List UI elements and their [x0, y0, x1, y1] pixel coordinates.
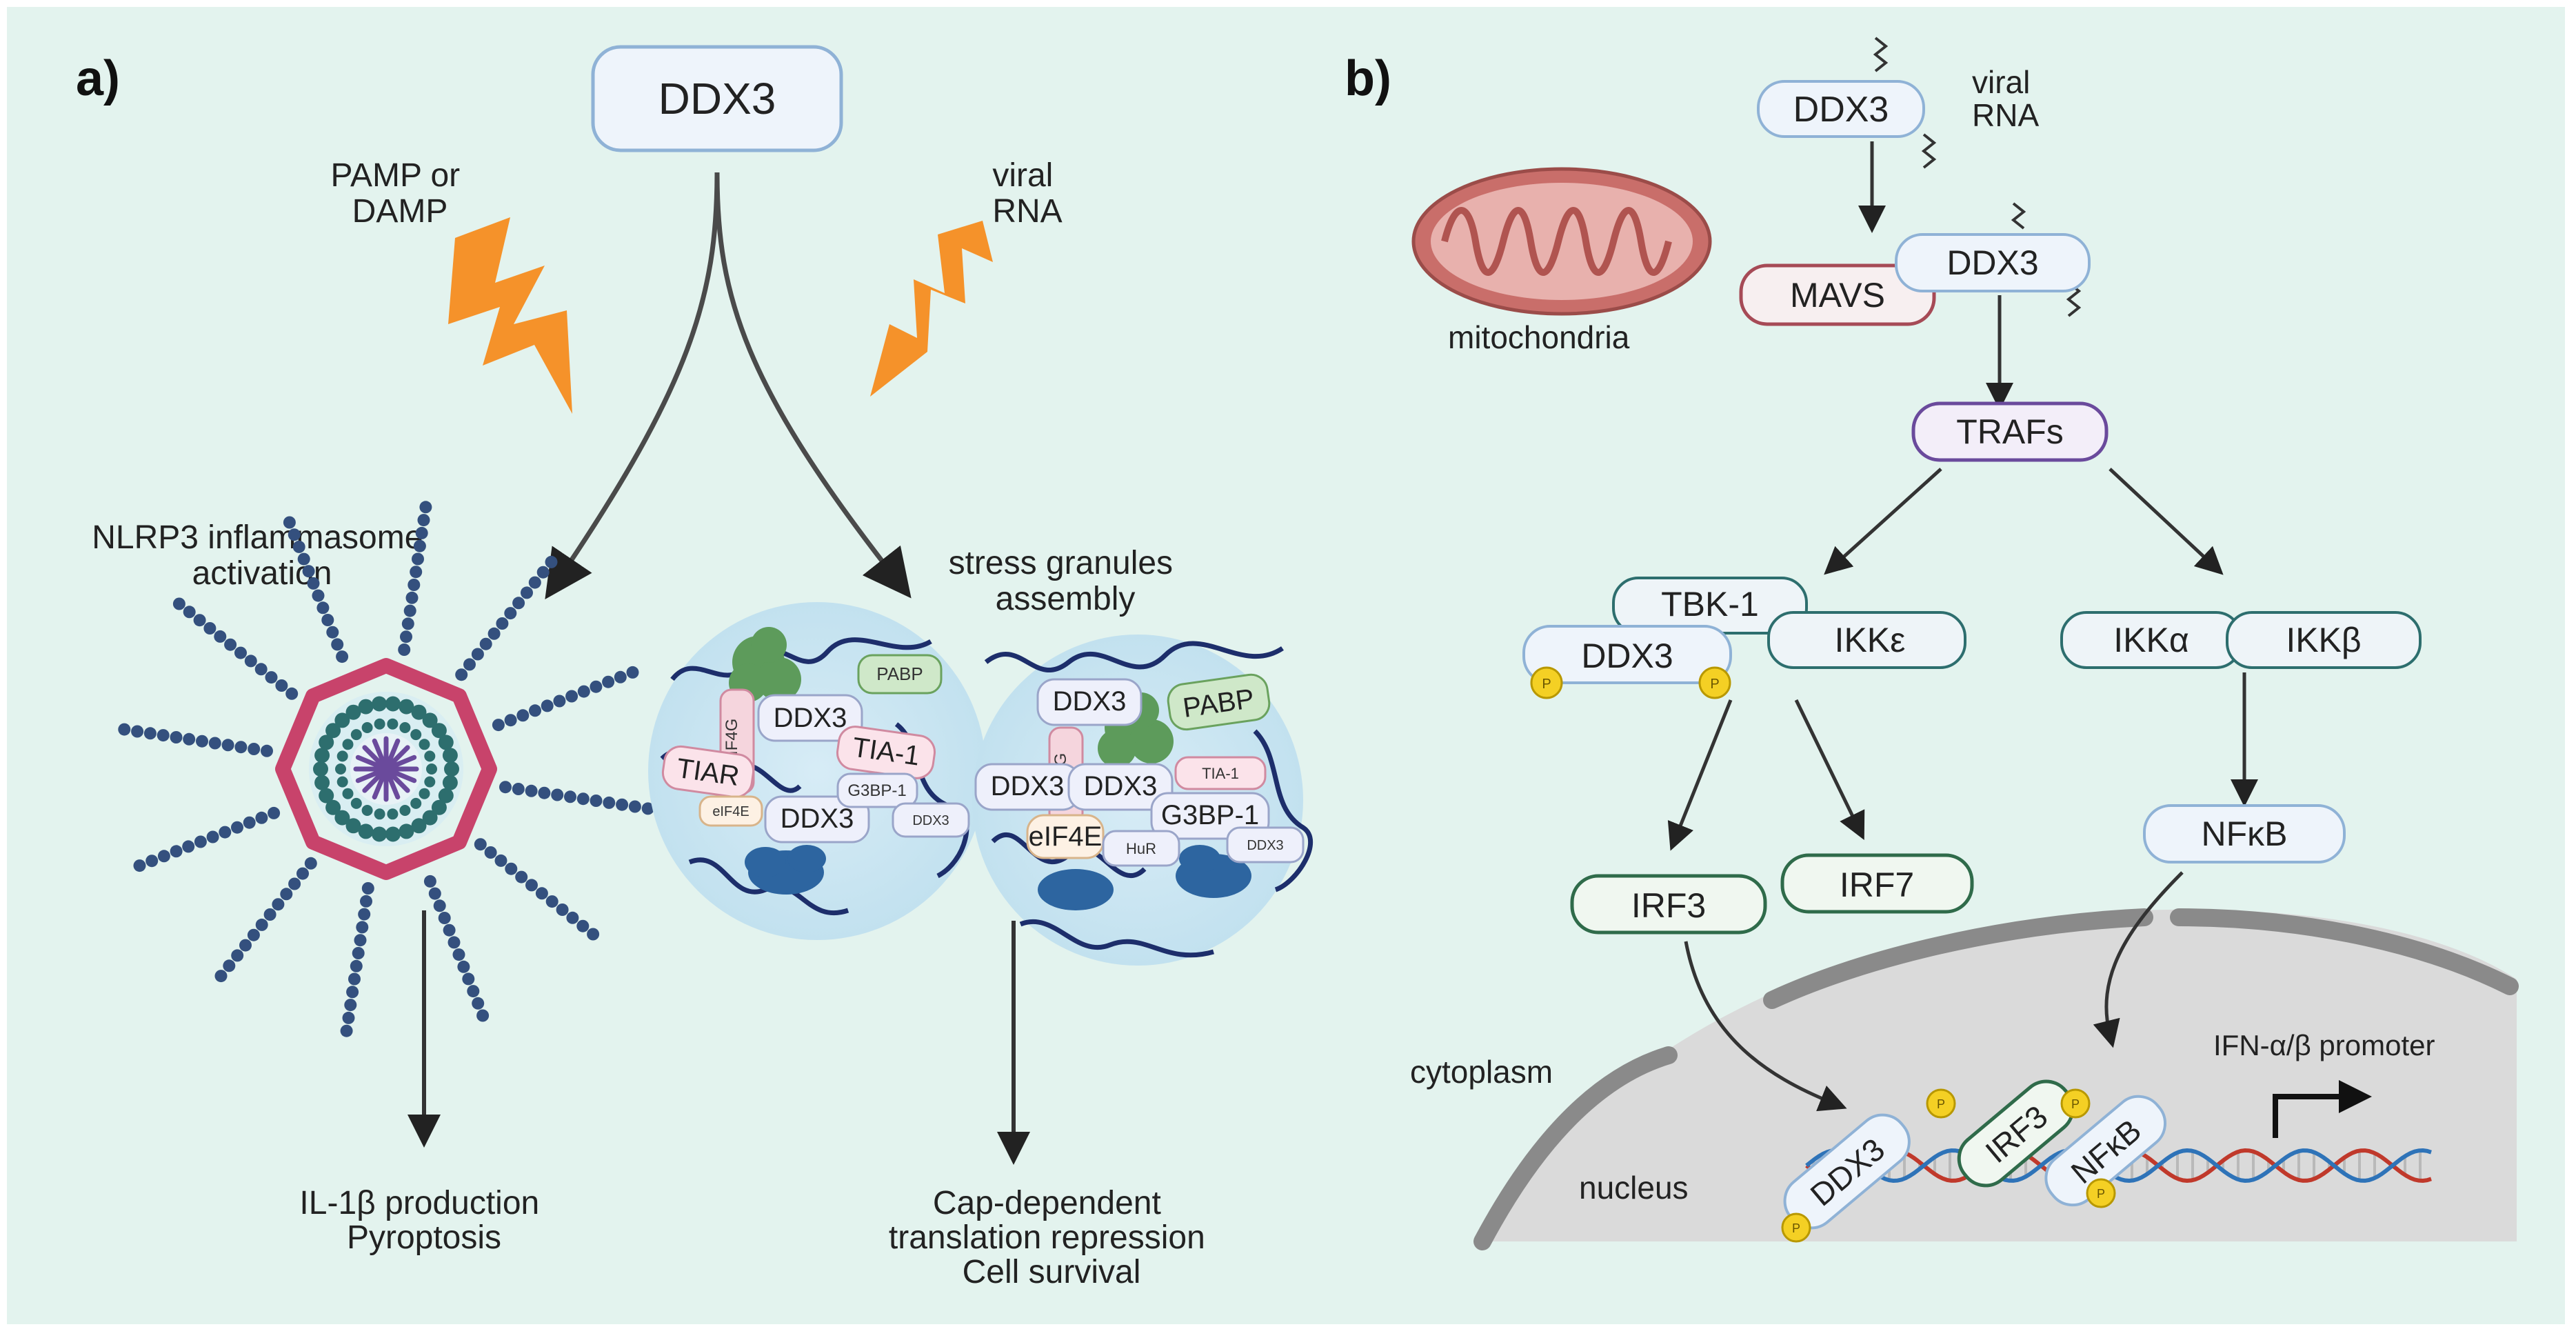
svg-text:IKKε: IKKε	[1835, 621, 1906, 659]
svg-text:TBK-1: TBK-1	[1661, 585, 1759, 623]
trigger-pamp-damp: PAMP or DAMP	[331, 157, 470, 230]
trigger-viral-rna-a: viral RNA	[992, 157, 1062, 230]
arrow-to-irf7	[1794, 699, 1865, 840]
svg-text:G3BP-1: G3BP-1	[1161, 800, 1259, 830]
arrow-nfkb-to-nucleus	[2093, 871, 2184, 1048]
ddx3-top-node-b: DDX3	[1757, 80, 1925, 138]
arrow-trafs-to-ikk	[2109, 468, 2224, 575]
phospho-icon: P	[1530, 666, 1563, 699]
ddx3-top-node: DDX3	[591, 45, 843, 152]
phospho-icon: P	[2060, 1088, 2091, 1119]
stress-granule-2: DDX3 PABP eIF4G DDX3 DDX3 TIA-1 G3BP-1 e…	[972, 635, 1314, 966]
outcome-left: IL-1β production Pyroptosis	[299, 1185, 548, 1256]
svg-text:P: P	[1710, 677, 1719, 692]
viral-rna-squiggle-1	[1873, 37, 1889, 72]
svg-text:eIF4E: eIF4E	[712, 804, 749, 819]
stress-granules-label: stress granules assembly	[949, 545, 1183, 617]
irf7-node: IRF7	[1780, 853, 1974, 914]
cytoplasm-label: cytoplasm	[1410, 1054, 1553, 1090]
svg-text:NFκB: NFκB	[2202, 815, 2288, 853]
mitochondria-icon	[1411, 167, 1712, 316]
trafs-node: TRAFs	[1911, 401, 2109, 462]
svg-text:DDX3: DDX3	[1793, 90, 1889, 130]
irf3-node: IRF3	[1570, 874, 1767, 935]
svg-text:DDX3: DDX3	[1084, 771, 1158, 801]
svg-text:PABP: PABP	[876, 663, 923, 684]
ddx3-mid-node: DDX3	[1895, 233, 2091, 292]
svg-text:IRF7: IRF7	[1840, 866, 1914, 904]
branch-curve-right	[714, 172, 912, 599]
panel-a-label: a)	[76, 51, 120, 106]
ikka-node: IKKα	[2060, 611, 2242, 669]
svg-text:P: P	[1937, 1097, 1945, 1111]
branch-curve-left	[545, 172, 720, 599]
svg-text:P: P	[2097, 1187, 2105, 1201]
phospho-icon: P	[1781, 1212, 1811, 1243]
svg-text:DDX3: DDX3	[991, 771, 1065, 801]
nucleus-label: nucleus	[1579, 1170, 1689, 1206]
mavs-node: MAVS	[1739, 263, 1936, 326]
inflammasome-illustration	[118, 501, 654, 1037]
viral-rna-label-b: viral RNA	[1972, 64, 2039, 133]
svg-text:IKKβ: IKKβ	[2286, 621, 2361, 659]
svg-text:IKKα: IKKα	[2113, 621, 2189, 659]
lightning-right-icon	[870, 221, 993, 397]
ddx3-phospho-node: DDX3	[1522, 625, 1732, 684]
lightning-left-icon	[448, 217, 572, 414]
svg-text:P: P	[2071, 1097, 2080, 1111]
svg-text:G3BP-1: G3BP-1	[847, 781, 906, 800]
phospho-icon: P	[2086, 1178, 2116, 1208]
panel-b-label: b)	[1345, 51, 1391, 106]
svg-text:DDX3: DDX3	[1581, 637, 1673, 675]
arrow-to-irf3	[1667, 699, 1733, 851]
stress-granule-1: PABP eIF4G DDX3 TIA-1 TIAR eIF4E DDX3 G3…	[648, 602, 986, 940]
nfkb-node: NFκB	[2143, 804, 2346, 863]
svg-text:TIA-1: TIA-1	[1202, 765, 1239, 782]
svg-text:DDX3: DDX3	[1053, 686, 1127, 717]
nucleus-illustration	[1473, 908, 2519, 1250]
svg-text:HuR: HuR	[1126, 840, 1156, 857]
arrow-irf3-to-nucleus	[1684, 941, 1847, 1112]
svg-text:P: P	[1542, 677, 1551, 692]
ikke-node: IKKε	[1767, 611, 1966, 669]
svg-text:DDX3: DDX3	[774, 703, 847, 733]
phospho-icon: P	[1926, 1088, 1956, 1119]
svg-text:DDX3: DDX3	[781, 803, 854, 834]
svg-text:MAVS: MAVS	[1790, 276, 1885, 314]
promoter-arrow-icon	[2273, 1080, 2372, 1138]
mitochondria-label: mitochondria	[1448, 319, 1630, 355]
svg-text:TRAFs: TRAFs	[1956, 412, 2064, 451]
outcome-right: Cap-dependent translation repression Cel…	[889, 1185, 1214, 1290]
svg-text:DDX3: DDX3	[1247, 838, 1283, 853]
svg-text:DDX3: DDX3	[1946, 243, 2038, 282]
viral-rna-squiggle-2	[1921, 133, 1937, 169]
viral-rna-squiggle-3	[2011, 202, 2026, 230]
ikkb-node: IKKβ	[2226, 611, 2422, 669]
arrow-trafs-to-tbk1	[1824, 468, 1942, 575]
svg-text:DDX3: DDX3	[658, 74, 776, 123]
svg-text:DDX3: DDX3	[912, 813, 949, 828]
promoter-label: IFN-α/β promoter	[2213, 1029, 2435, 1061]
tbk1-node: TBK-1	[1612, 577, 1808, 635]
svg-text:eIF4E: eIF4E	[1029, 821, 1103, 852]
phospho-icon: P	[1698, 666, 1731, 699]
svg-text:P: P	[1792, 1221, 1800, 1235]
svg-text:IRF3: IRF3	[1631, 886, 1706, 925]
